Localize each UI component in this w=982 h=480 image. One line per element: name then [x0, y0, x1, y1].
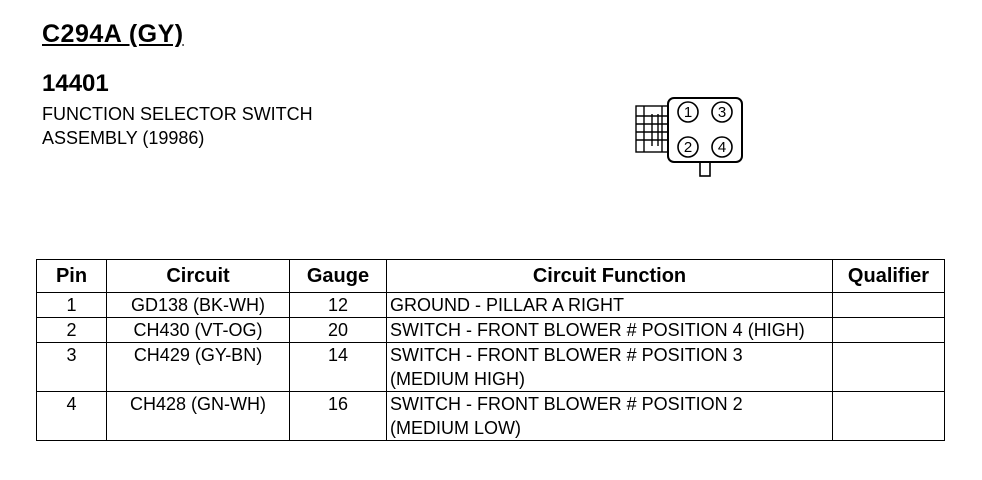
cell-gauge: 12	[289, 292, 387, 318]
function-line: SWITCH - FRONT BLOWER # POSITION 2	[390, 394, 743, 414]
cell-gauge: 14	[289, 342, 387, 392]
cell-gauge: 20	[289, 317, 387, 343]
function-line: SWITCH - FRONT BLOWER # POSITION 4 (HIGH…	[390, 320, 805, 340]
table-row: 2 CH430 (VT-OG) 20 SWITCH - FRONT BLOWER…	[36, 317, 945, 343]
pin-4-label: 4	[718, 139, 726, 156]
cell-circuit: CH429 (GY-BN)	[106, 342, 290, 392]
cell-qualifier	[832, 292, 945, 318]
pin-3-circle	[711, 101, 733, 123]
cell-pin: 4	[36, 391, 107, 441]
pin-1-label: 1	[684, 104, 692, 121]
header-qualifier: Qualifier	[832, 259, 945, 293]
function-line: GROUND - PILLAR A RIGHT	[390, 295, 625, 315]
header-gauge: Gauge	[289, 259, 387, 293]
cell-function: SWITCH - FRONT BLOWER # POSITION 2 (MEDI…	[386, 391, 833, 441]
component-number: 14401	[42, 70, 109, 97]
cell-qualifier	[832, 391, 945, 441]
function-line: (MEDIUM HIGH)	[390, 369, 525, 389]
pin-4-circle	[711, 136, 733, 158]
cell-qualifier	[832, 342, 945, 392]
cell-pin: 3	[36, 342, 107, 392]
pin-2-circle	[677, 136, 699, 158]
header-pin: Pin	[36, 259, 107, 293]
cell-pin: 2	[36, 317, 107, 343]
header-circuit: Circuit	[106, 259, 290, 293]
component-name-line-2: ASSEMBLY (19986)	[42, 128, 205, 148]
table-row: 1 GD138 (BK-WH) 12 GROUND - PILLAR A RIG…	[36, 292, 945, 318]
component-name: FUNCTION SELECTOR SWITCH ASSEMBLY (19986…	[42, 102, 313, 150]
table-row: 4 CH428 (GN-WH) 16 SWITCH - FRONT BLOWER…	[36, 391, 945, 441]
pin-2-label: 2	[684, 139, 692, 156]
cell-pin: 1	[36, 292, 107, 318]
component-name-line-1: FUNCTION SELECTOR SWITCH	[42, 104, 313, 124]
cell-circuit: CH430 (VT-OG)	[106, 317, 290, 343]
connector-id-title: C294A (GY)	[42, 20, 184, 48]
cell-circuit: GD138 (BK-WH)	[106, 292, 290, 318]
table-row: 3 CH429 (GY-BN) 14 SWITCH - FRONT BLOWER…	[36, 342, 945, 392]
function-line: (MEDIUM LOW)	[390, 418, 521, 438]
cell-gauge: 16	[289, 391, 387, 441]
function-line: SWITCH - FRONT BLOWER # POSITION 3	[390, 345, 743, 365]
cell-function: SWITCH - FRONT BLOWER # POSITION 4 (HIGH…	[386, 317, 833, 343]
cell-function: GROUND - PILLAR A RIGHT	[386, 292, 833, 318]
pin-3-label: 3	[718, 104, 726, 121]
connector-face-diagram: 1 3 2 4	[635, 97, 743, 177]
connector-latch	[635, 105, 669, 153]
pin-1-circle	[677, 101, 699, 123]
cell-circuit: CH428 (GN-WH)	[106, 391, 290, 441]
connector-key-tab	[699, 161, 711, 177]
cell-qualifier	[832, 317, 945, 343]
table-header-row: Pin Circuit Gauge Circuit Function Quali…	[36, 259, 945, 293]
header-circuit-function: Circuit Function	[386, 259, 833, 293]
pinout-table: Pin Circuit Gauge Circuit Function Quali…	[36, 259, 945, 441]
cell-function: SWITCH - FRONT BLOWER # POSITION 3 (MEDI…	[386, 342, 833, 392]
